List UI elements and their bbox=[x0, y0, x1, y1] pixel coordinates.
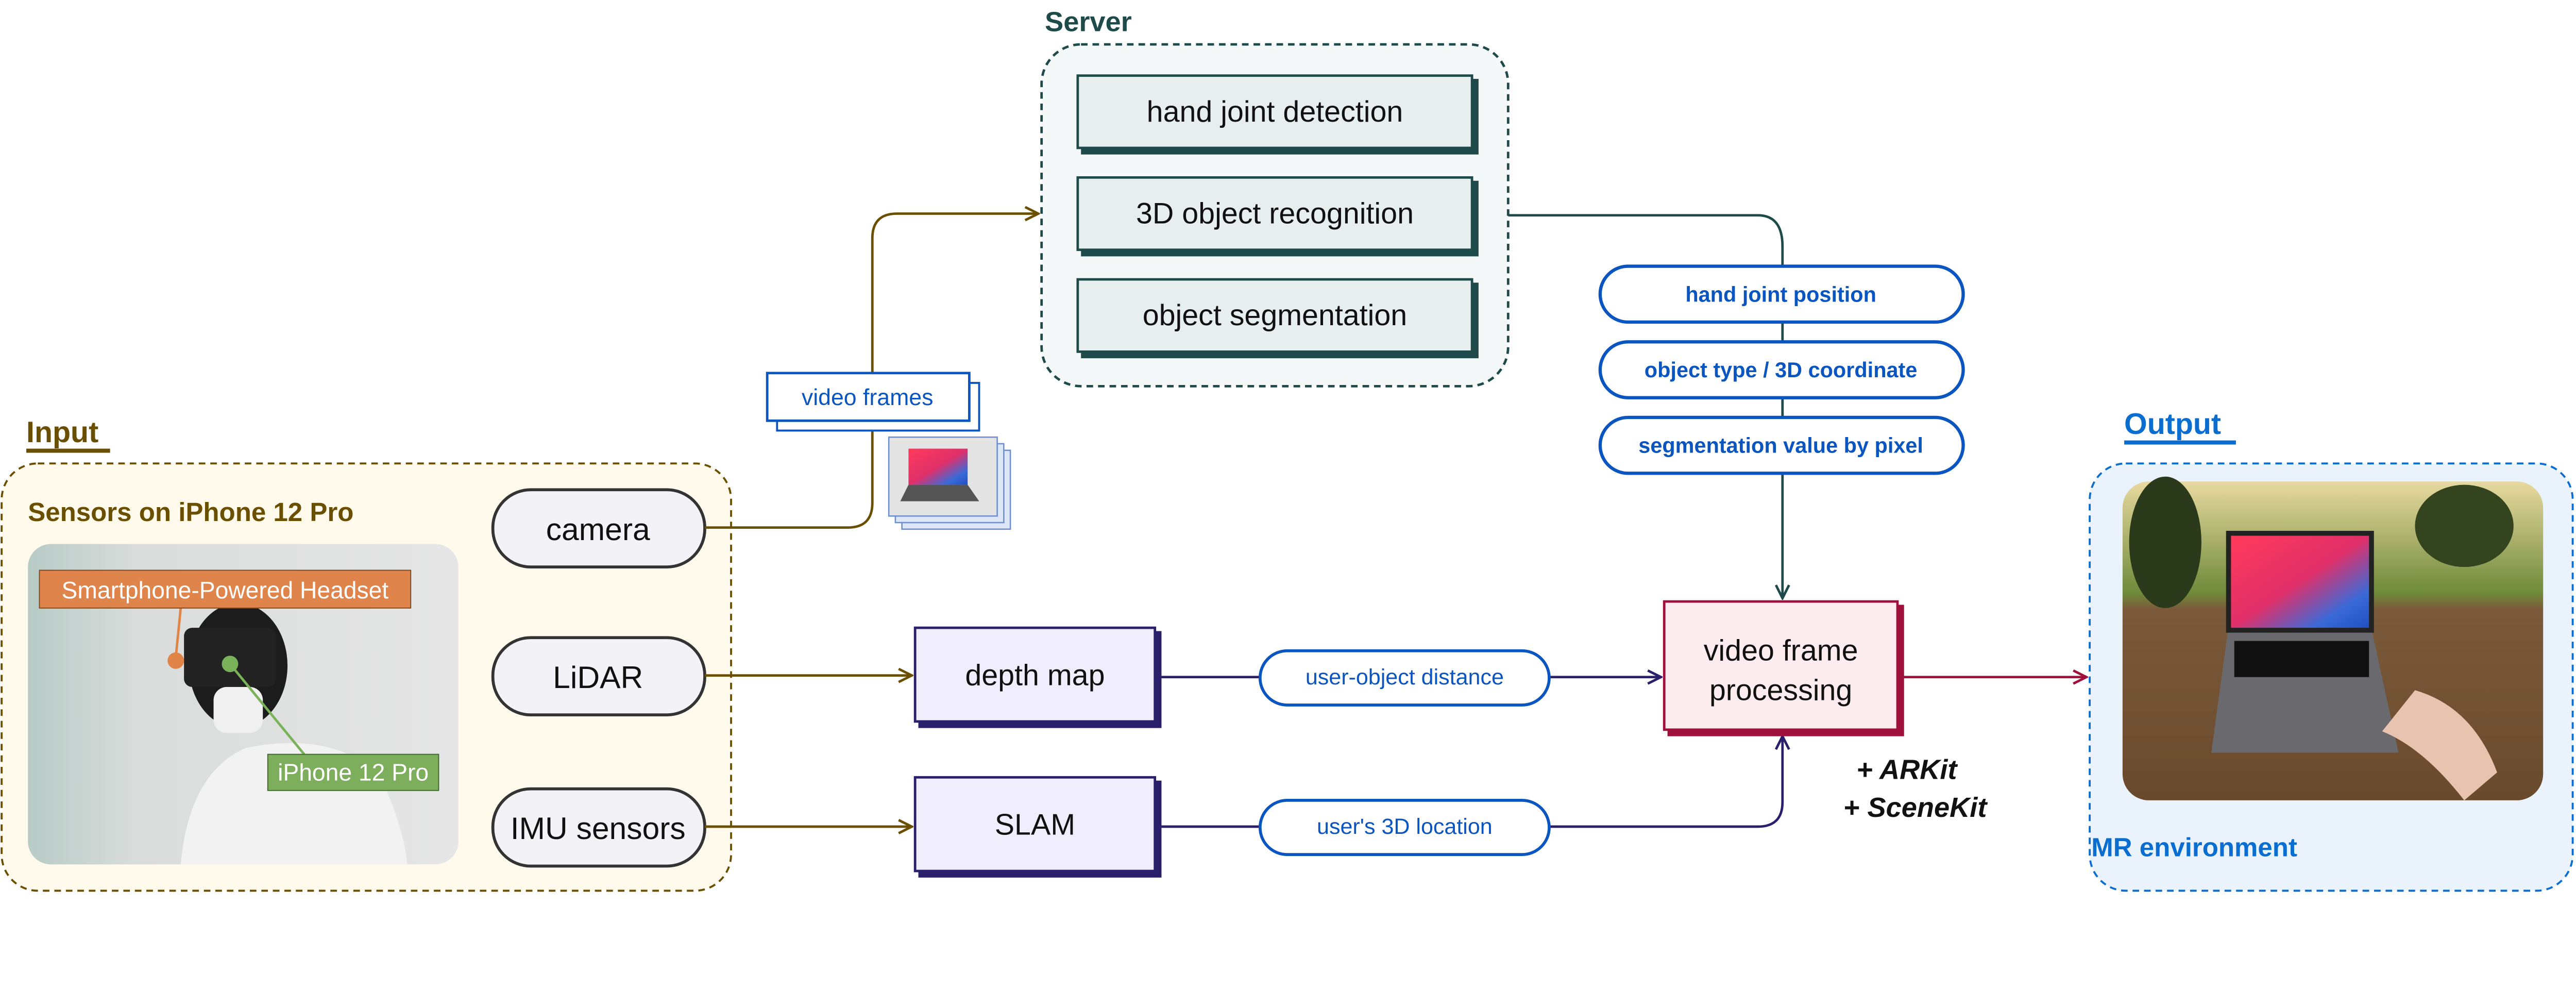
svg-text:segmentation value by pixel: segmentation value by pixel bbox=[1638, 433, 1923, 458]
svg-text:camera: camera bbox=[546, 512, 650, 547]
svg-text:depth map: depth map bbox=[965, 659, 1105, 692]
server-title: Server bbox=[1045, 7, 1132, 38]
svg-text:SLAM: SLAM bbox=[995, 809, 1075, 842]
svg-text:hand joint detection: hand joint detection bbox=[1147, 95, 1403, 128]
camera-to-server-connector bbox=[704, 214, 1038, 529]
video-frames-thumbnail-stack bbox=[888, 436, 1011, 530]
depth-map-box: depth map bbox=[913, 626, 1162, 728]
svg-text:processing: processing bbox=[1709, 674, 1852, 707]
video-frame-processing-box: video frame processing bbox=[1663, 600, 1904, 736]
headset-photo: Smartphone-Powered Headset iPhone 12 Pro bbox=[28, 544, 459, 865]
svg-text:object type / 3D coordinate: object type / 3D coordinate bbox=[1645, 358, 1918, 382]
svg-text:video frame: video frame bbox=[1704, 634, 1858, 667]
slam-box: SLAM bbox=[913, 776, 1162, 878]
input-title-underline bbox=[26, 448, 110, 453]
input-title: Input bbox=[26, 416, 98, 449]
video-frames-label: video frames bbox=[766, 372, 980, 432]
svg-text:video frames: video frames bbox=[802, 385, 933, 410]
server-output-pills: hand joint position object type / 3D coo… bbox=[1598, 264, 1965, 475]
scenekit-label: + SceneKit bbox=[1843, 792, 1988, 823]
user-3d-location-pill: user's 3D location bbox=[1258, 799, 1551, 857]
sensor-lidar: LiDAR bbox=[491, 636, 706, 716]
mr-environment-image bbox=[2122, 476, 2544, 800]
user-object-distance-pill: user-object distance bbox=[1258, 649, 1551, 707]
server-module-object-segmentation: object segmentation bbox=[1076, 278, 1479, 359]
svg-text:user's 3D location: user's 3D location bbox=[1317, 814, 1493, 839]
server-module-hand-joint-detection: hand joint detection bbox=[1076, 74, 1479, 155]
svg-text:3D object recognition: 3D object recognition bbox=[1136, 197, 1414, 230]
iphone-label: iPhone 12 Pro bbox=[278, 759, 429, 786]
system-diagram: Server hand joint detection 3D object re… bbox=[1, 7, 2574, 892]
svg-text:object segmentation: object segmentation bbox=[1143, 299, 1408, 332]
headset-label: Smartphone-Powered Headset bbox=[62, 577, 389, 604]
output-title: Output bbox=[2124, 408, 2221, 441]
output-caption: MR environment bbox=[2091, 832, 2297, 862]
svg-text:hand joint position: hand joint position bbox=[1685, 282, 1876, 306]
input-subtitle: Sensors on iPhone 12 Pro bbox=[28, 497, 353, 527]
server-module-3d-object-recognition: 3D object recognition bbox=[1076, 176, 1479, 257]
sensor-imu: IMU sensors bbox=[491, 787, 706, 868]
sensor-camera: camera bbox=[491, 488, 706, 568]
slam-to-processing-connector bbox=[1161, 736, 1782, 828]
server-output-connector bbox=[1508, 214, 1783, 598]
headset-marker bbox=[167, 652, 184, 669]
svg-text:user-object distance: user-object distance bbox=[1306, 665, 1504, 690]
output-title-underline bbox=[2124, 440, 2236, 445]
svg-text:LiDAR: LiDAR bbox=[553, 660, 643, 695]
svg-text:IMU sensors: IMU sensors bbox=[511, 811, 686, 846]
arkit-label: + ARKit bbox=[1856, 754, 1958, 785]
